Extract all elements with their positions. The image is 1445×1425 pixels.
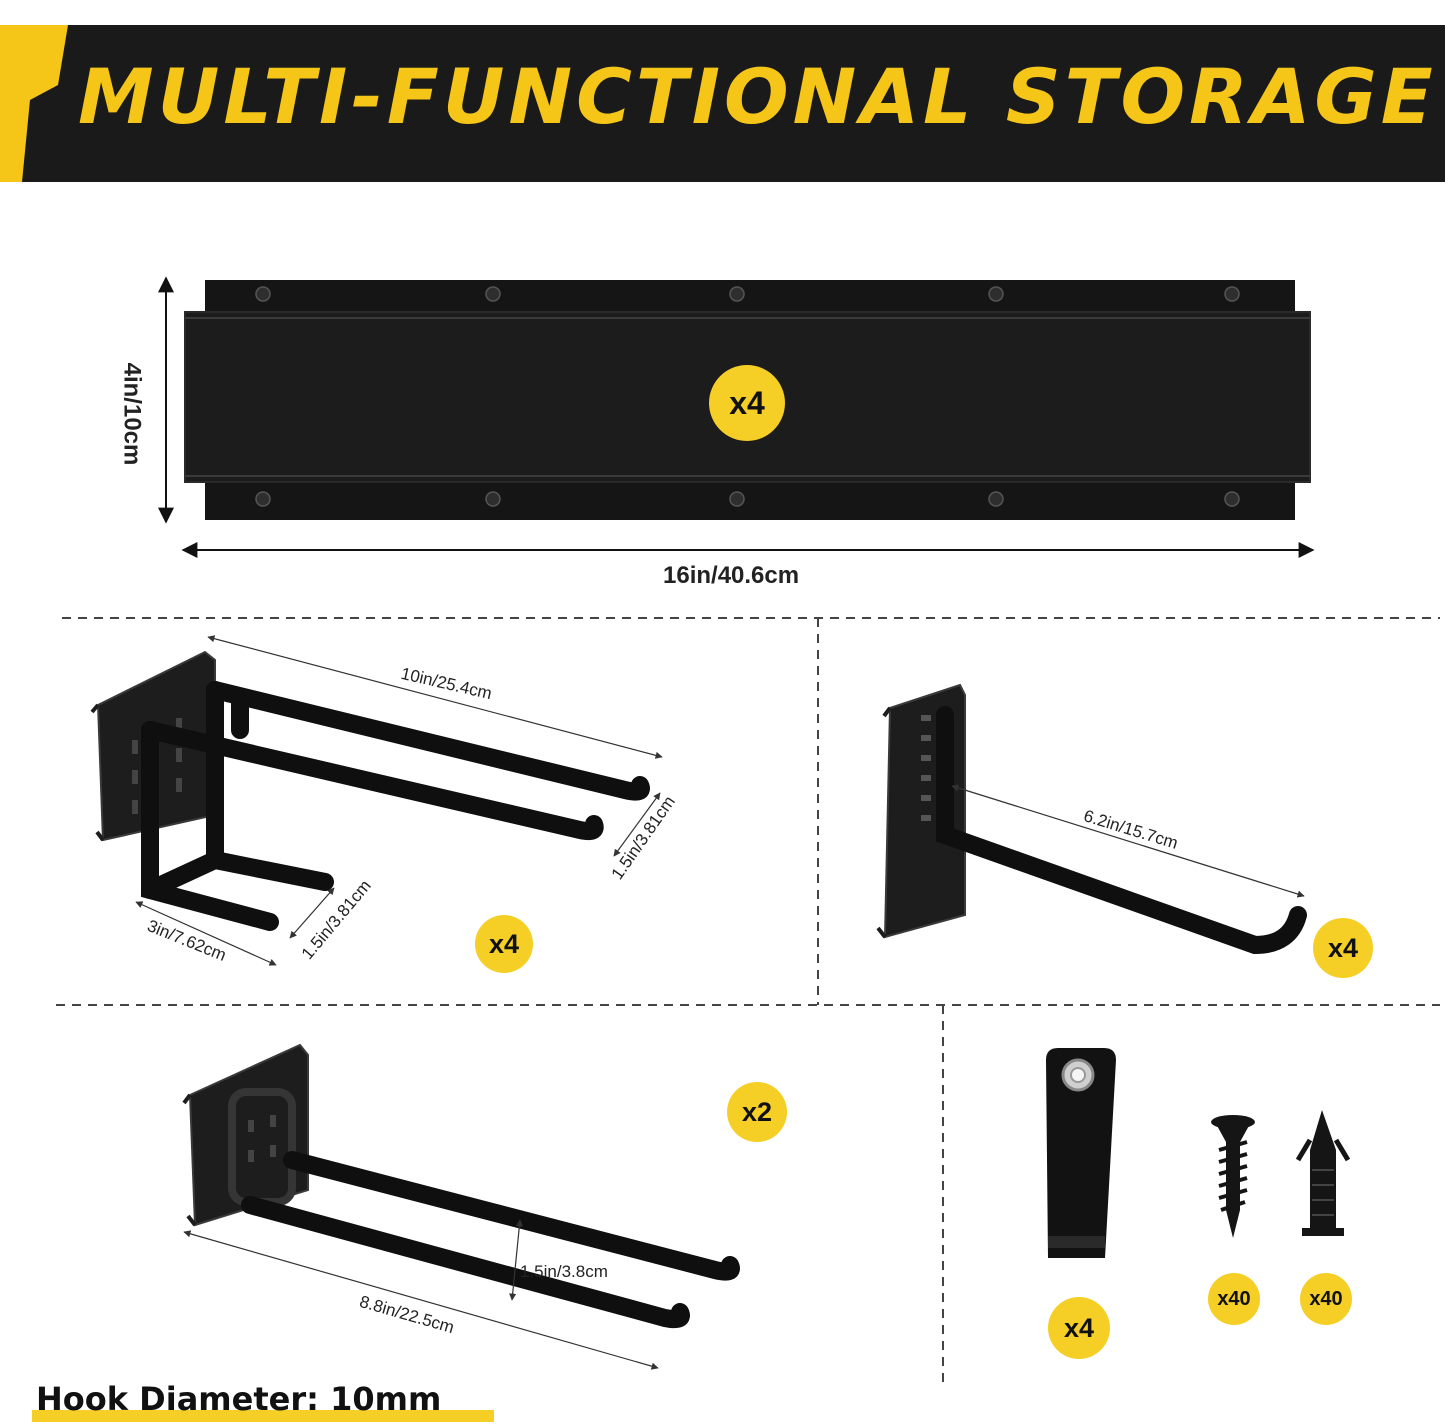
strap-quantity-badge: x4: [1048, 1297, 1110, 1359]
rail-height-label: 4in/10cm: [118, 362, 146, 466]
rail-width-label: 16in/40.6cm: [663, 562, 800, 589]
section-dividers: [56, 617, 1440, 1385]
banner-title: MULTI-FUNCTIONAL STORAGE RACK KIT: [78, 52, 1445, 141]
anchor-quantity-badge: x40: [1300, 1273, 1352, 1325]
hook-diameter-note: Hook Diameter: 10mm: [36, 1380, 442, 1418]
screw-quantity-badge: x40: [1208, 1273, 1260, 1325]
strap-icon: [1046, 1048, 1116, 1258]
double-hook-quantity-badge: x4: [475, 915, 533, 973]
footer-underline: [32, 1410, 494, 1422]
wall-anchor-icon: [1295, 1110, 1351, 1236]
long-double-hook-gap-label: 1.5in/3.8cm: [520, 1262, 608, 1281]
long-double-hook-quantity-badge: x2: [727, 1082, 787, 1142]
single-hook-icon: [876, 683, 1307, 955]
banner-accent-shape: [0, 25, 68, 182]
title-banner: MULTI-FUNCTIONAL STORAGE RACK KIT: [0, 25, 1445, 182]
single-hook-quantity-badge: x4: [1313, 918, 1373, 978]
long-double-hook-icon: [182, 1043, 740, 1329]
screw-icon: [1211, 1115, 1255, 1238]
rail-quantity-badge: x4: [709, 365, 785, 441]
